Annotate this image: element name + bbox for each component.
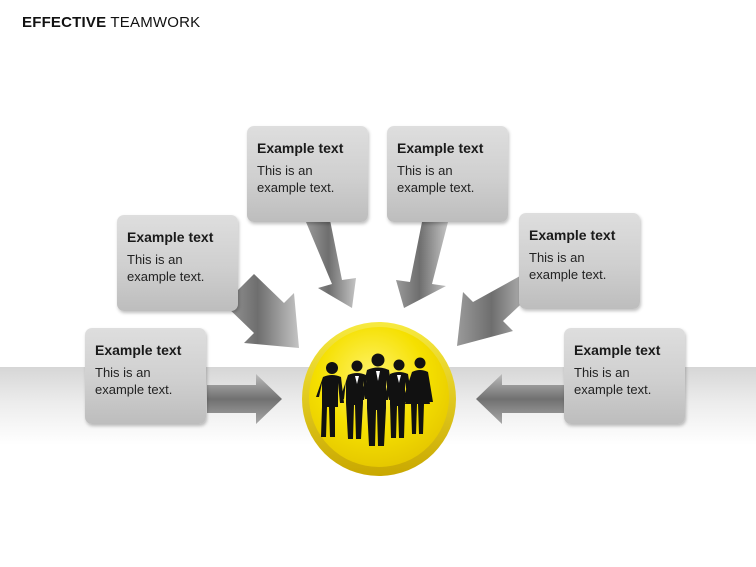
box-body: This is an example text. (257, 163, 335, 195)
box-body: This is an example text. (397, 163, 475, 195)
box-body: This is an example text. (574, 365, 652, 397)
title-rest: TEAMWORK (110, 14, 201, 31)
box-title: Example text (574, 342, 661, 358)
center-team-badge (302, 322, 456, 476)
box-upper-left: Example text This is an example text. (117, 215, 238, 311)
box-body: This is an example text. (529, 250, 607, 282)
box-title: Example text (127, 229, 214, 245)
box-title: Example text (95, 342, 182, 358)
box-title: Example text (257, 140, 344, 156)
business-team-icon (316, 353, 433, 446)
box-top-left: Example text This is an example text. (247, 126, 368, 222)
box-body: This is an example text. (95, 365, 173, 397)
arrow-top-right (396, 222, 448, 308)
arrow-top-left (306, 220, 356, 308)
arrow-upper-right (457, 276, 534, 346)
box-title: Example text (529, 227, 616, 243)
arrow-upper-left (224, 274, 299, 348)
box-top-right: Example text This is an example text. (387, 126, 508, 222)
arrow-right (476, 374, 566, 424)
arrow-left (207, 374, 282, 424)
box-right: Example text This is an example text. (564, 328, 685, 424)
box-body: This is an example text. (127, 252, 205, 284)
box-upper-right: Example text This is an example text. (519, 213, 640, 309)
slide-title: EFFECTIVE TEAMWORK (22, 14, 200, 31)
box-left: Example text This is an example text. (85, 328, 206, 424)
title-bold: EFFECTIVE (22, 14, 107, 31)
box-title: Example text (397, 140, 484, 156)
